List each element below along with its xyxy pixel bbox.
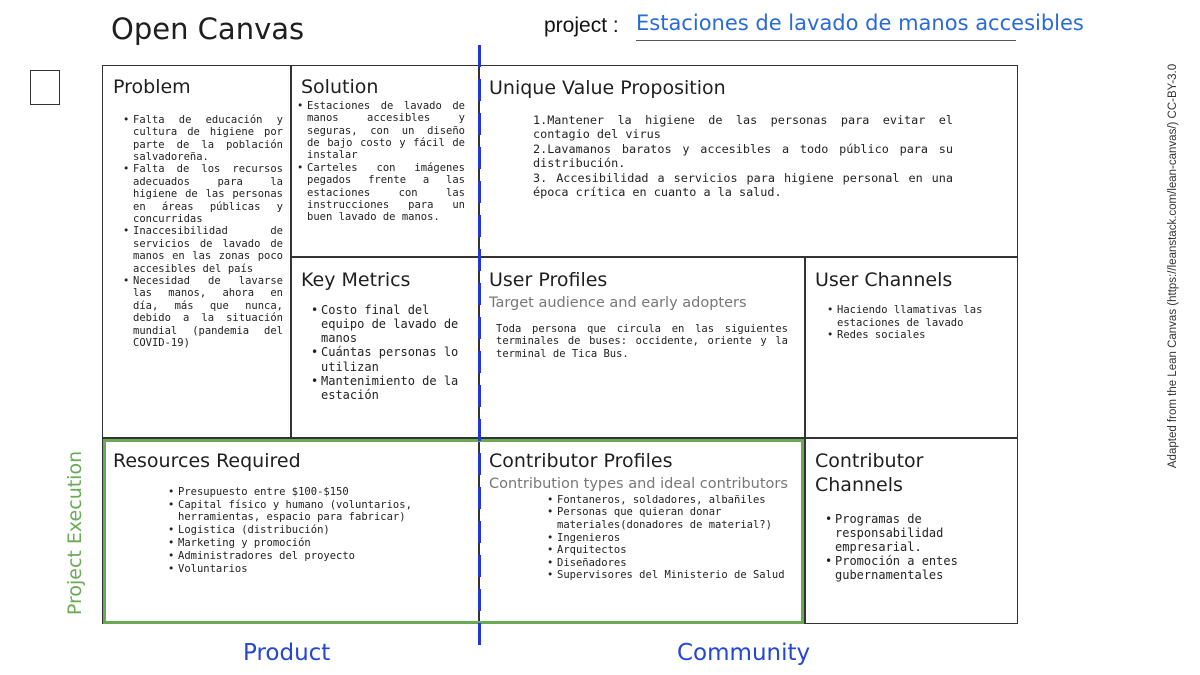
contributor-channels-title-line: Contributor xyxy=(815,450,924,472)
project-execution-frame xyxy=(103,439,804,624)
product-label: Product xyxy=(243,640,331,666)
product-community-divider xyxy=(478,45,481,657)
uvp-title: Unique Value Proposition xyxy=(489,77,726,99)
attribution-text: Adapted from the Lean Canvas (https://le… xyxy=(1167,63,1179,469)
solution-section: Solution Estaciones de lavado de manos a… xyxy=(290,65,480,258)
resources-section: Resources Required Presupuesto entre $10… xyxy=(102,437,480,624)
user-profiles-subtitle: Target audience and early adopters xyxy=(489,294,747,311)
contributor-channels-title-line: Channels xyxy=(815,473,903,496)
resources-title: Resources Required xyxy=(113,450,301,472)
user-channel-item: Redes sociales xyxy=(827,329,1003,342)
uvp-section: Unique Value Proposition 1.Mantener la h… xyxy=(478,65,1018,258)
key-metrics-list: Costo final del equipo de lavado de mano… xyxy=(291,303,479,402)
problem-item: Necesidad de lavarse las manos, ahora en… xyxy=(123,275,283,349)
resource-item: Presupuesto entre $100-$150 xyxy=(168,486,449,499)
resource-item: Capital físico y humano (voluntarios, he… xyxy=(168,499,449,525)
checkbox[interactable] xyxy=(30,70,60,105)
contributor-profile-item: Diseñadores xyxy=(547,557,797,570)
uvp-line: 1.Mantener la higiene de las personas pa… xyxy=(533,112,953,142)
user-profiles-section: User Profiles Target audience and early … xyxy=(478,256,806,439)
contributor-channels-title: Contributor Channels xyxy=(815,450,1017,498)
problem-list: Falta de educación y cultura de higiene … xyxy=(103,114,291,350)
user-profiles-title: User Profiles xyxy=(489,269,608,291)
contributor-profiles-subtitle: Contribution types and ideal contributor… xyxy=(489,475,788,492)
problem-item: Falta de los recursos adecuados para la … xyxy=(123,163,283,225)
project-name-field[interactable]: Estaciones de lavado de manos accesibles xyxy=(636,11,1084,41)
problem-title: Problem xyxy=(113,76,191,98)
problem-item: Falta de educación y cultura de higiene … xyxy=(123,114,283,164)
uvp-text: 1.Mantener la higiene de las personas pa… xyxy=(533,113,953,200)
resource-item: Voluntarios xyxy=(168,563,449,576)
key-metrics-title: Key Metrics xyxy=(301,269,411,291)
resource-item: Marketing y promoción xyxy=(168,537,449,550)
user-channel-item: Haciendo llamativas las estaciones de la… xyxy=(827,304,1003,330)
resources-list: Presupuesto entre $100-$150 Capital físi… xyxy=(103,486,479,576)
page-title: Open Canvas xyxy=(111,12,305,46)
solution-item: Carteles con imágenes pegados frente a l… xyxy=(297,162,465,224)
contributor-profiles-list: Fontaneros, soldadores, albañiles Person… xyxy=(479,494,805,582)
contributor-profile-item: Ingenieros xyxy=(547,532,797,545)
contributor-profile-item: Personas que quieran donar materiales(do… xyxy=(547,506,797,531)
key-metric-item: Cuántas personas lo utilizan xyxy=(311,345,459,373)
user-channels-list: Haciendo llamativas las estaciones de la… xyxy=(805,304,1017,342)
project-execution-label: Project Execution xyxy=(64,450,86,616)
contributor-channels-list: Programas de responsabilidad empresarial… xyxy=(805,512,1017,583)
user-channels-section: User Channels Haciendo llamativas las es… xyxy=(804,256,1018,439)
uvp-line: 3. Accesibilidad a servicios para higien… xyxy=(533,170,953,200)
contributor-channel-item: Promoción a entes gubernamentales xyxy=(825,554,993,582)
contributor-profile-item: Supervisores del Ministerio de Salud xyxy=(547,569,797,582)
resource-item: Logistica (distribución) xyxy=(168,524,449,537)
contributor-channel-item: Programas de responsabilidad empresarial… xyxy=(825,512,993,555)
key-metric-item: Costo final del equipo de lavado de mano… xyxy=(311,303,459,346)
contributor-profile-item: Fontaneros, soldadores, albañiles xyxy=(547,494,797,507)
solution-list: Estaciones de lavado de manos accesibles… xyxy=(291,100,479,224)
problem-item: Inaccesibilidad de servicios de lavado d… xyxy=(123,225,283,275)
contributor-channels-section: Contributor Channels Programas de respon… xyxy=(804,437,1018,624)
problem-section: Problem Falta de educación y cultura de … xyxy=(102,65,292,439)
uvp-line: 2.Lavamanos baratos y accesibles a todo … xyxy=(533,141,953,171)
key-metric-item: Mantenimiento de la estación xyxy=(311,374,459,402)
community-label: Community xyxy=(677,640,811,666)
contributor-profile-item: Arquitectos xyxy=(547,544,797,557)
solution-title: Solution xyxy=(301,76,379,98)
resource-item: Administradores del proyecto xyxy=(168,550,449,563)
solution-item: Estaciones de lavado de manos accesibles… xyxy=(297,100,465,162)
project-label: project : xyxy=(544,14,619,37)
contributor-profiles-title: Contributor Profiles xyxy=(489,450,673,472)
key-metrics-section: Key Metrics Costo final del equipo de la… xyxy=(290,256,480,439)
user-profiles-text: Toda persona que circula en las siguient… xyxy=(496,322,788,360)
user-channels-title: User Channels xyxy=(815,269,953,291)
